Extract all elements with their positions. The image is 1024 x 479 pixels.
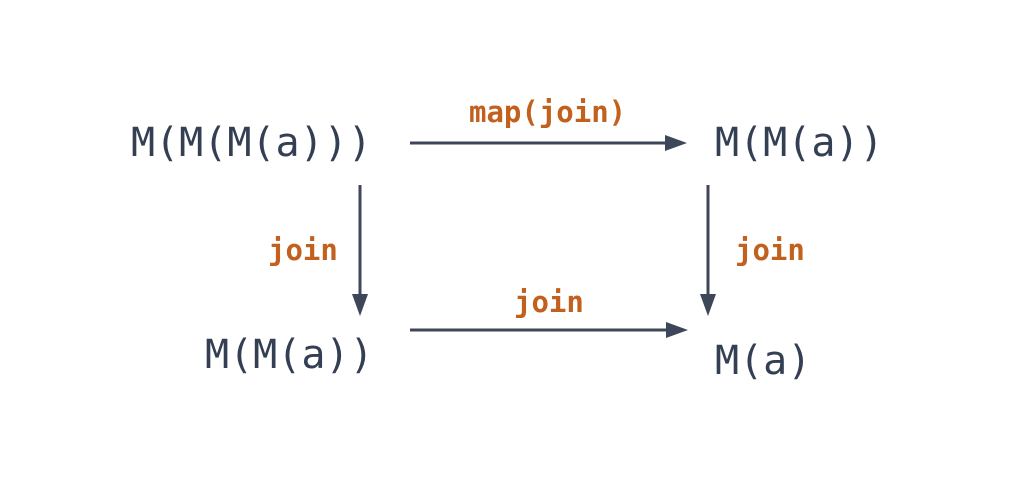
arrowhead-down-icon [352,294,368,316]
arrow-bottom [410,322,688,338]
node-bottom-right: M(a) [715,338,812,384]
node-top-right: M(M(a)) [715,120,884,166]
arrow-label-top: map(join) [469,95,627,129]
arrowhead-right-icon [665,135,687,151]
arrowhead-down-icon [700,294,716,316]
arrow-label-left: join [268,233,338,267]
arrow-top [410,135,687,151]
arrow-left [352,185,368,316]
arrowhead-right-icon [666,322,688,338]
arrow-label-bottom: join [514,285,584,319]
arrow-right [700,185,716,316]
arrow-label-right: join [735,233,805,267]
node-bottom-left: M(M(a)) [205,332,374,378]
node-top-left: M(M(M(a))) [131,120,372,166]
